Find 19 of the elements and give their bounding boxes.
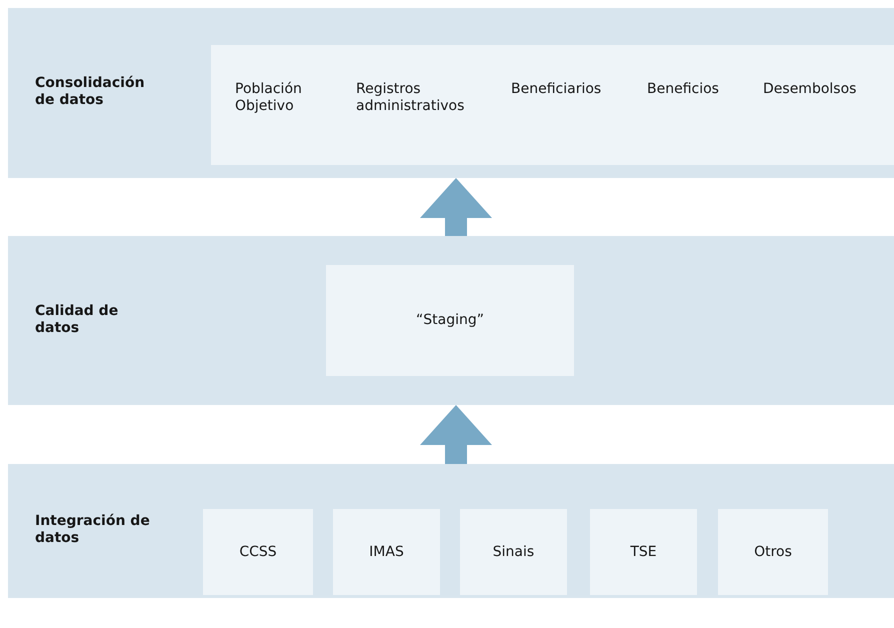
data-category: Beneficiarios (511, 81, 602, 98)
source-name: TSE (630, 544, 657, 560)
source-name: Sinais (492, 544, 534, 560)
data-category: Registros administrativos (356, 81, 466, 115)
source-name: CCSS (239, 544, 277, 560)
data-category: Desembolsos (763, 81, 858, 98)
layer-band (8, 236, 894, 405)
layer-heading: Calidad de datos (35, 302, 120, 336)
source-name: Otros (754, 544, 792, 560)
block-arrow (420, 405, 492, 464)
block-arrow (420, 178, 492, 236)
stage-label: “Staging” (416, 312, 484, 329)
data-category: Beneficios (647, 81, 720, 98)
layer-heading: Consolidación de datos (35, 75, 146, 109)
data-category: Población Objetivo (235, 81, 303, 115)
source-name: IMAS (369, 544, 404, 560)
layer-heading: Integración de datos (35, 513, 151, 547)
layer-band (8, 8, 894, 178)
layer-band (8, 464, 894, 598)
